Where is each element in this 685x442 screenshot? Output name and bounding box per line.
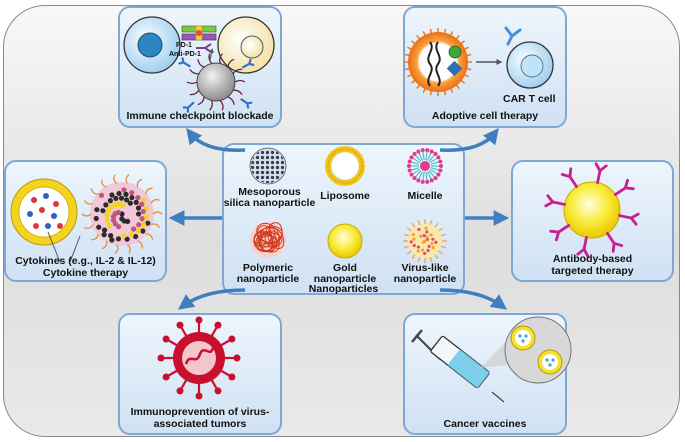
mesoporous-line2: silica nanoparticle (223, 197, 316, 209)
polymeric-line1: Polymeric (242, 262, 294, 274)
micelle-icon (407, 148, 443, 184)
antibody-illustration (544, 162, 640, 258)
polymeric-line2: nanoparticle (236, 273, 300, 285)
vaccine-illustration (411, 316, 572, 403)
arrows (168, 128, 510, 310)
arrow-to-prevention (177, 288, 246, 310)
virus-like-icon (403, 219, 447, 263)
virus-illustration (157, 316, 241, 400)
gold-line2: nanoparticle (313, 273, 377, 285)
adoptive-illustration (404, 26, 554, 96)
gold-line1: Gold (333, 262, 357, 274)
nanoparticle-orange-icon (408, 32, 468, 92)
center-illustrations (249, 146, 447, 263)
arrow-to-vaccine (439, 288, 508, 310)
center-title: Nanoparticles (308, 283, 379, 295)
gold-nanoparticle-icon (563, 181, 621, 239)
arrow-to-checkpoint (186, 128, 246, 152)
viruslike-line1: Virus-like (401, 262, 449, 274)
micelle-label: Micelle (407, 190, 443, 202)
cytokine-line1: Cytokines (e.g., IL-2 & IL-12) (15, 255, 156, 267)
antipd1-label: Anti-PD-1 (169, 51, 201, 58)
liposome-label: Liposome (320, 190, 370, 202)
vaccine-title: Cancer vaccines (443, 418, 527, 430)
cart-label: CAR T cell (503, 93, 556, 105)
car-receptor-icon (504, 26, 522, 46)
antibody-line1: Antibody-based (552, 253, 633, 265)
prevention-line1: Immunoprevention of virus- (130, 406, 270, 418)
dna-icon (427, 41, 433, 87)
antibody-line2: targeted therapy (551, 265, 634, 277)
cytokine-illustration (10, 174, 163, 263)
polymeric-icon (250, 222, 286, 258)
mesoporous-line1: Mesoporous (238, 186, 301, 198)
checkpoint-illustration (123, 16, 275, 113)
cytokine-line2: Cytokine therapy (42, 267, 129, 279)
checkpoint-title: Immune checkpoint blockade (126, 110, 274, 122)
gold-nanoparticle-center-icon (327, 223, 363, 259)
adoptive-title: Adoptive cell therapy (431, 110, 539, 122)
arrow-to-adoptive (439, 128, 499, 152)
prevention-line2: associated tumors (153, 418, 247, 430)
pd1-label: PD-1 (176, 42, 192, 49)
nanoparticle-icon (196, 62, 236, 102)
viruslike-line2: nanoparticle (393, 273, 457, 285)
